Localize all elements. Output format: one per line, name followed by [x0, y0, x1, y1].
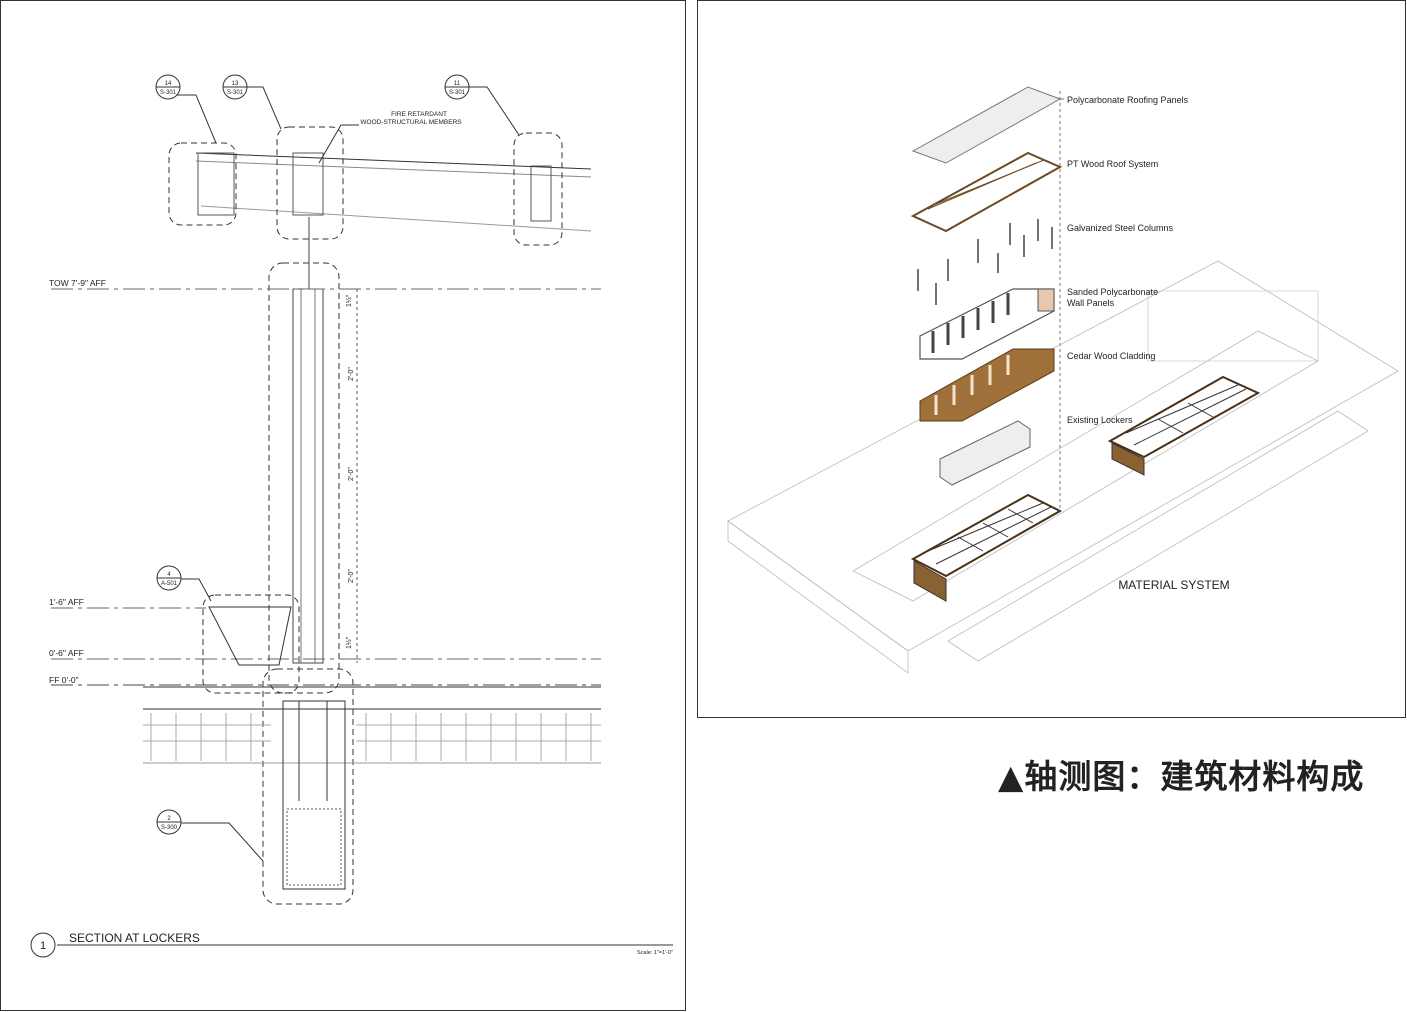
material-system-title: MATERIAL SYSTEM: [1118, 578, 1229, 592]
figure-caption: ▲轴测图：建筑材料构成: [998, 757, 1365, 796]
column-detail-bubble: [268, 262, 340, 694]
drawing-scale: Scale: 1"=1'-0": [637, 950, 673, 956]
locker-bench: [208, 606, 292, 666]
callout-ref: S-301: [227, 90, 244, 96]
leader-line: [245, 86, 282, 130]
wood-roof-rib: [927, 162, 1037, 210]
wood-roof-system-layer: [910, 151, 1063, 233]
leader-line: [181, 578, 212, 602]
roof-beam-line: [195, 160, 592, 178]
detail-bubble-11: [513, 132, 563, 246]
dimension-text: 2'-0": [348, 367, 355, 381]
callout-ref: S-301: [449, 90, 466, 96]
callout-number: 4: [167, 572, 171, 578]
wall-panel-end: [1037, 288, 1055, 312]
callout-ref: A-501: [161, 581, 178, 587]
layer-label: Existing Lockers: [1067, 415, 1133, 425]
footing-rebar-cage: [286, 808, 342, 886]
axonometric-diagram: Polycarbonate Roofing Panels PT Wood Roo…: [727, 86, 1399, 674]
detail-bubble-14: [168, 142, 237, 226]
cladding-stripes: [934, 355, 1010, 415]
assembled-canopy-grid: [927, 502, 1052, 565]
drawing-title: SECTION AT LOCKERS: [69, 931, 200, 945]
context-canopy-grid: [1125, 384, 1247, 446]
bracket-11: [530, 165, 552, 222]
concrete-footing: [282, 700, 346, 890]
assembled-cladding: [913, 560, 947, 602]
note-line-2: WOOD-STRUCTURAL MEMBERS: [360, 119, 462, 126]
bracket-13: [292, 152, 324, 216]
leader-line: [467, 86, 520, 136]
callout-number: 13: [232, 81, 239, 87]
detail-bubble-13: [276, 126, 344, 240]
dimension-text: 1½": [345, 294, 353, 307]
title-number-bubble: [30, 932, 56, 958]
steel-columns-layer: [917, 219, 1053, 305]
ground-hatch: [143, 713, 601, 761]
level-label: FF 0'-0": [49, 675, 79, 685]
callout-number: 14: [165, 81, 172, 87]
callout-ref: S-300: [161, 825, 178, 831]
wall-panel-stripes: [931, 293, 1010, 353]
dimension-text: 2'-0": [348, 569, 355, 583]
context-canopy: [1107, 375, 1261, 459]
steel-column: [292, 288, 324, 664]
layer-label: Polycarbonate Roofing Panels: [1067, 95, 1189, 105]
roof-purlin-line: [200, 205, 592, 232]
callout-number: 2: [167, 816, 171, 822]
layer-label: Wall Panels: [1067, 298, 1115, 308]
leader-line: [181, 822, 264, 862]
layer-label: Galvanized Steel Columns: [1067, 223, 1174, 233]
level-label: 0'-6" AFF: [49, 648, 84, 658]
layer-label: PT Wood Roof System: [1067, 159, 1158, 169]
layer-label: Cedar Wood Cladding: [1067, 351, 1155, 361]
roof-beam-line: [195, 152, 592, 170]
bracket-14: [197, 152, 235, 216]
assembled-canopy: [910, 493, 1063, 578]
context-canopy-cladding: [1111, 442, 1145, 476]
level-label: 1'-6" AFF: [49, 597, 84, 607]
level-label: TOW 7'-9" AFF: [49, 278, 106, 288]
leader-line: [176, 94, 217, 144]
note-line-1: FIRE RETARDANT: [391, 111, 447, 118]
dimension-text: 1½": [345, 636, 353, 649]
existing-lockers-layer: [939, 420, 1031, 486]
detail-bubble-4: [202, 594, 300, 694]
context-building: [727, 260, 1399, 674]
section-drawing-sheet: 14 S-301 13 S-301 11 S-301 4 A-501 2 S-3…: [0, 0, 686, 1011]
axonometric-sheet: Polycarbonate Roofing Panels PT Wood Roo…: [697, 0, 1406, 718]
layer-label: Sanded Polycarbonate: [1067, 287, 1158, 297]
dimension-text: 2'-0": [348, 467, 355, 481]
leader-line: [318, 124, 359, 164]
footing-detail-bubble: [262, 668, 354, 905]
cedar-cladding-layer: [919, 348, 1055, 422]
callout-ref: S-301: [160, 90, 177, 96]
callout-number: 11: [454, 81, 461, 87]
section-drawing: 14 S-301 13 S-301 11 S-301 4 A-501 2 S-3…: [30, 74, 673, 958]
polycarbonate-roof-layer: [911, 86, 1062, 164]
title-number: 1: [40, 940, 46, 952]
